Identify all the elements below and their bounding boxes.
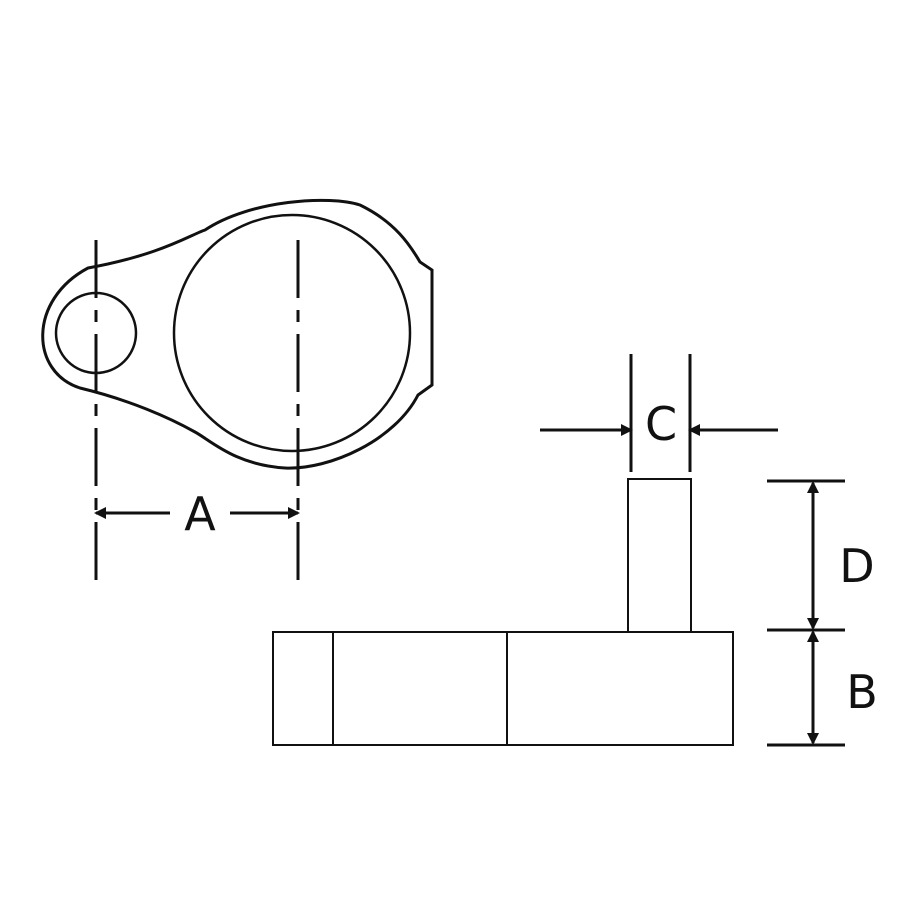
dimension-c-label: C (645, 397, 677, 451)
top-view-outline (41, 198, 434, 470)
side-view (272, 478, 734, 746)
dimension-a: A (94, 487, 300, 541)
dimension-d-label: D (839, 539, 874, 593)
dimension-d-b: D B (767, 479, 878, 747)
top-view (41, 198, 434, 588)
dimension-c: C (540, 354, 778, 472)
dimension-a-label: A (184, 487, 216, 541)
side-pin (627, 478, 692, 633)
side-base-block (272, 631, 734, 746)
dimension-b-label: B (846, 665, 878, 719)
large-bore-circle (172, 213, 412, 453)
